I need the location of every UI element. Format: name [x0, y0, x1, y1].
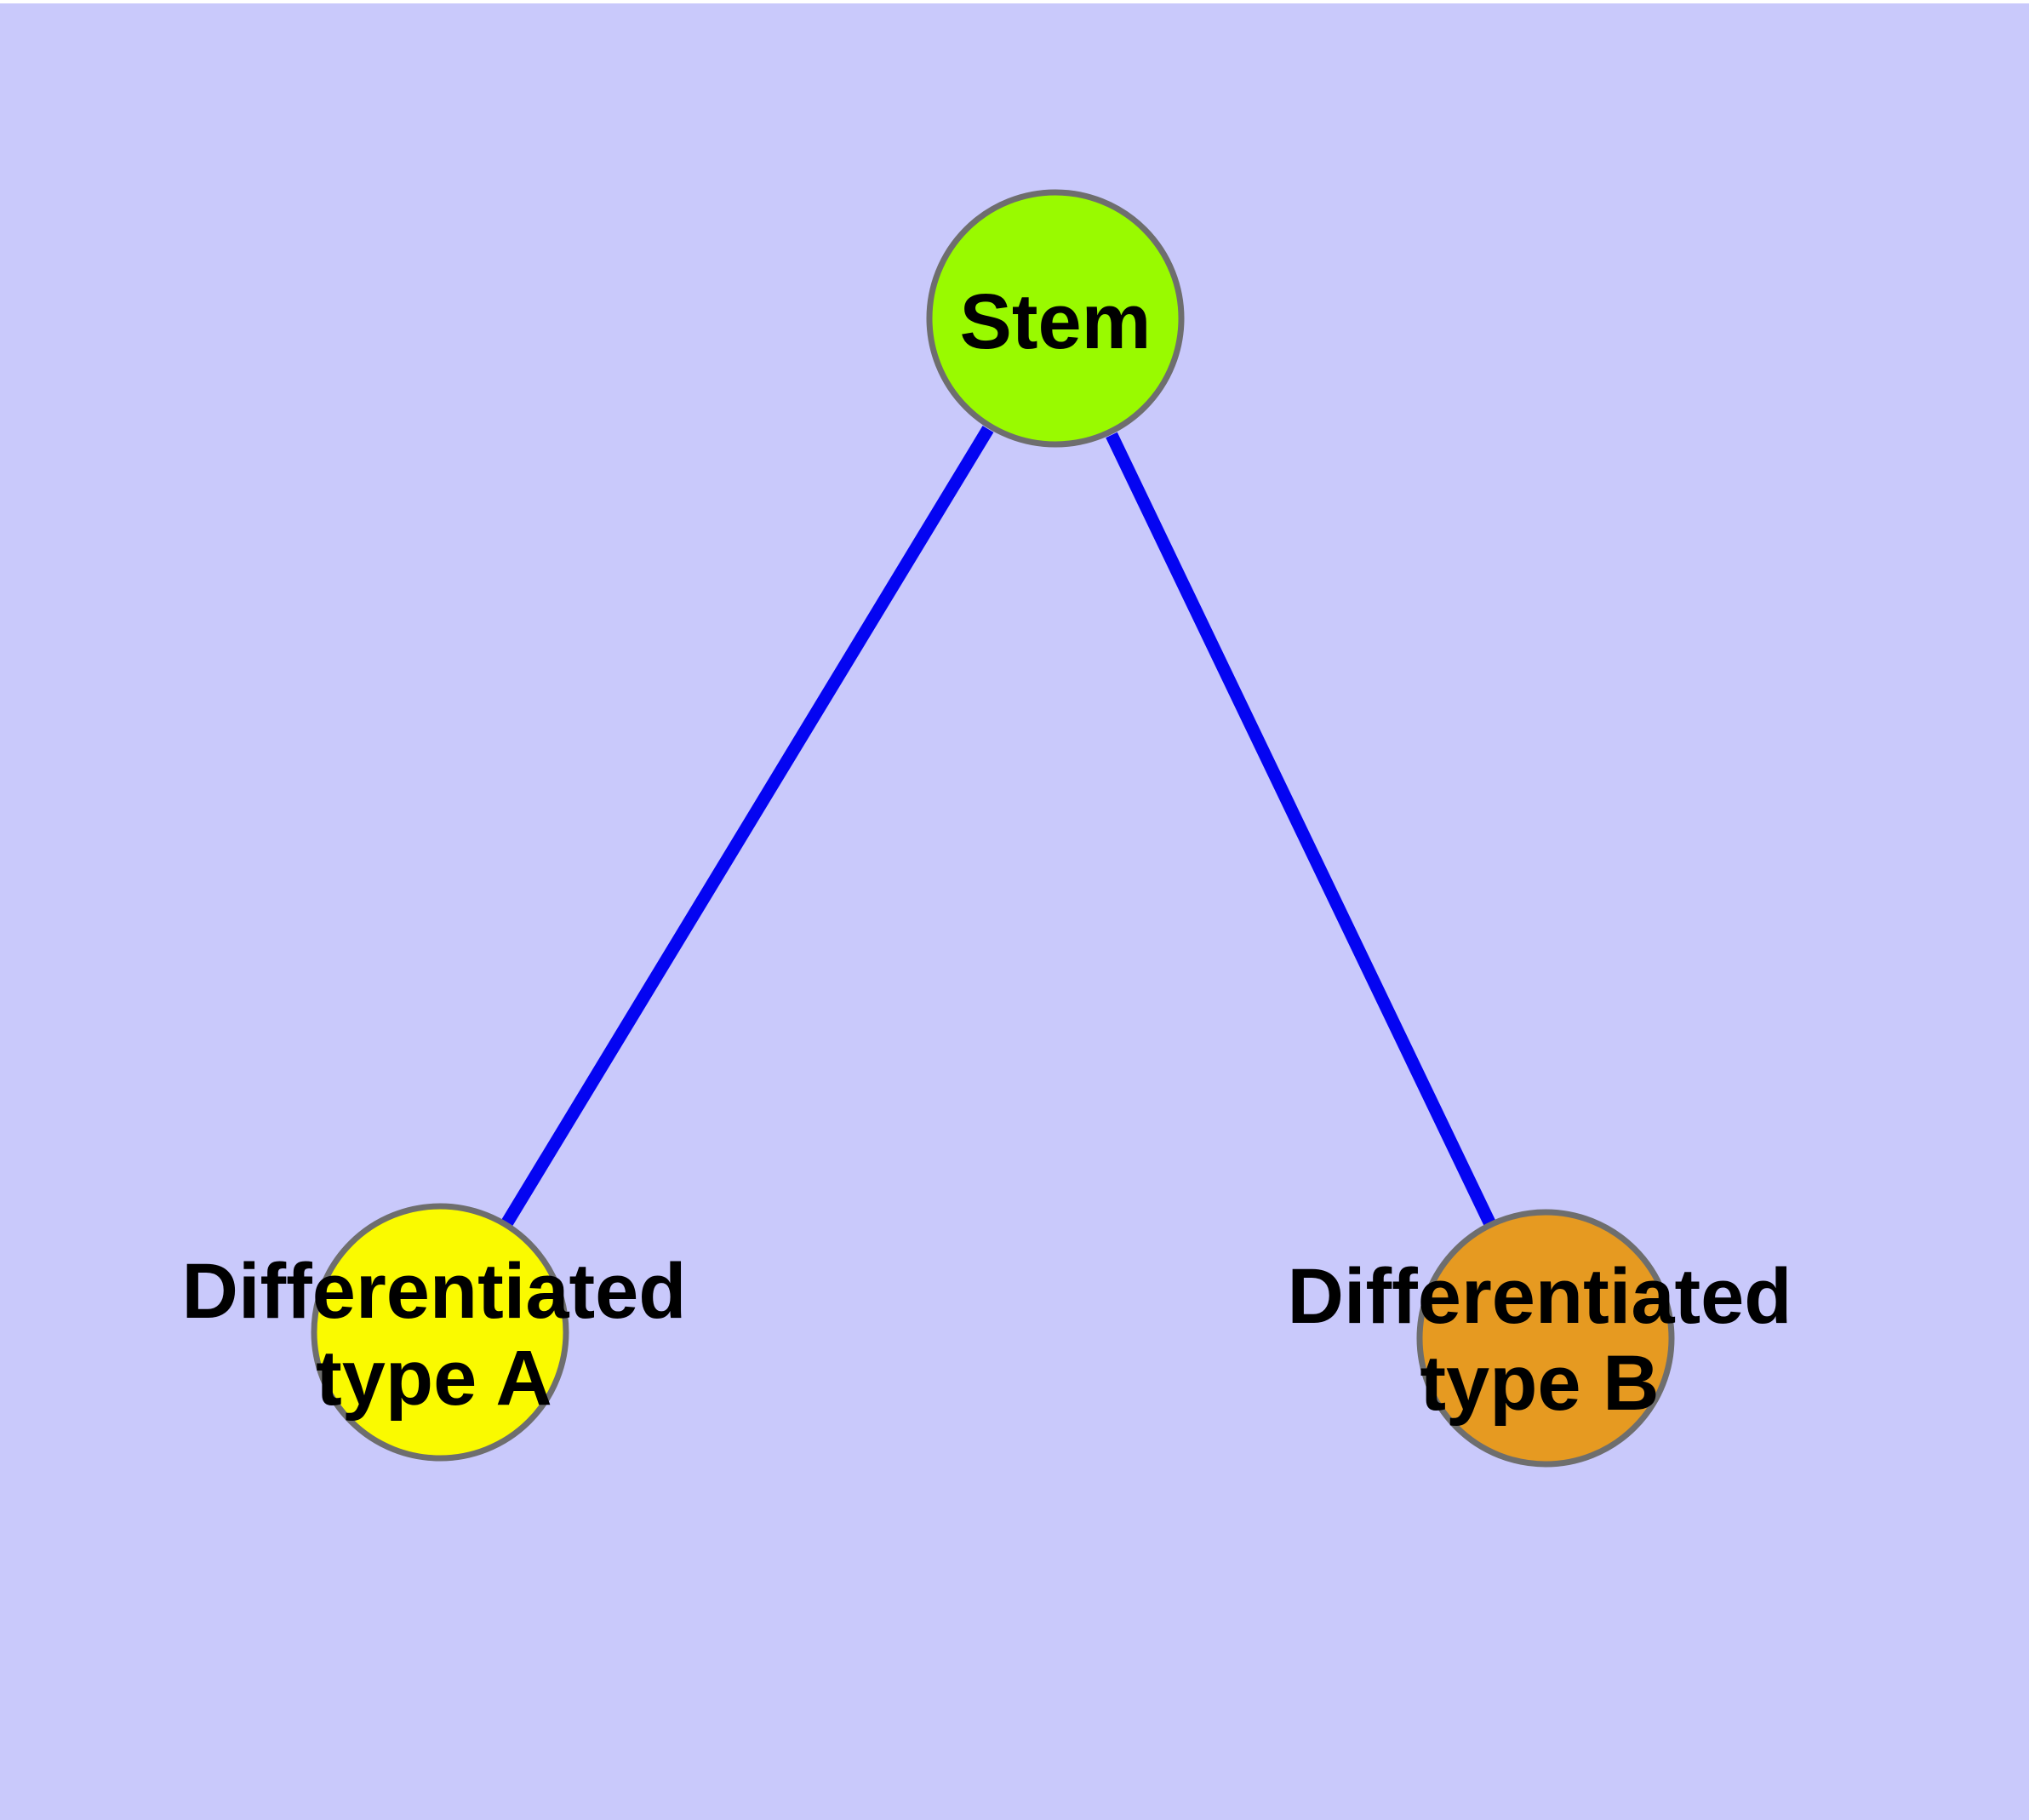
node-stem-label: Stem: [960, 278, 1152, 365]
node-differentiated-type-a-circle: [311, 1203, 569, 1462]
node-differentiated-type-b-label-line1: Differentiated: [1288, 1253, 1792, 1340]
node-stem-circle: [926, 189, 1185, 448]
node-differentiated-type-a-label-line1: Differentiated: [182, 1248, 687, 1335]
node-differentiated-type-a-label-line2: type A: [316, 1335, 552, 1422]
node-differentiated-type-b-label-line2: type B: [1420, 1340, 1659, 1427]
edge-stem-to-type-a: [501, 426, 994, 1226]
edge-stem-to-type-b: [1106, 432, 1495, 1226]
node-differentiated-type-b-circle: [1416, 1209, 1675, 1468]
